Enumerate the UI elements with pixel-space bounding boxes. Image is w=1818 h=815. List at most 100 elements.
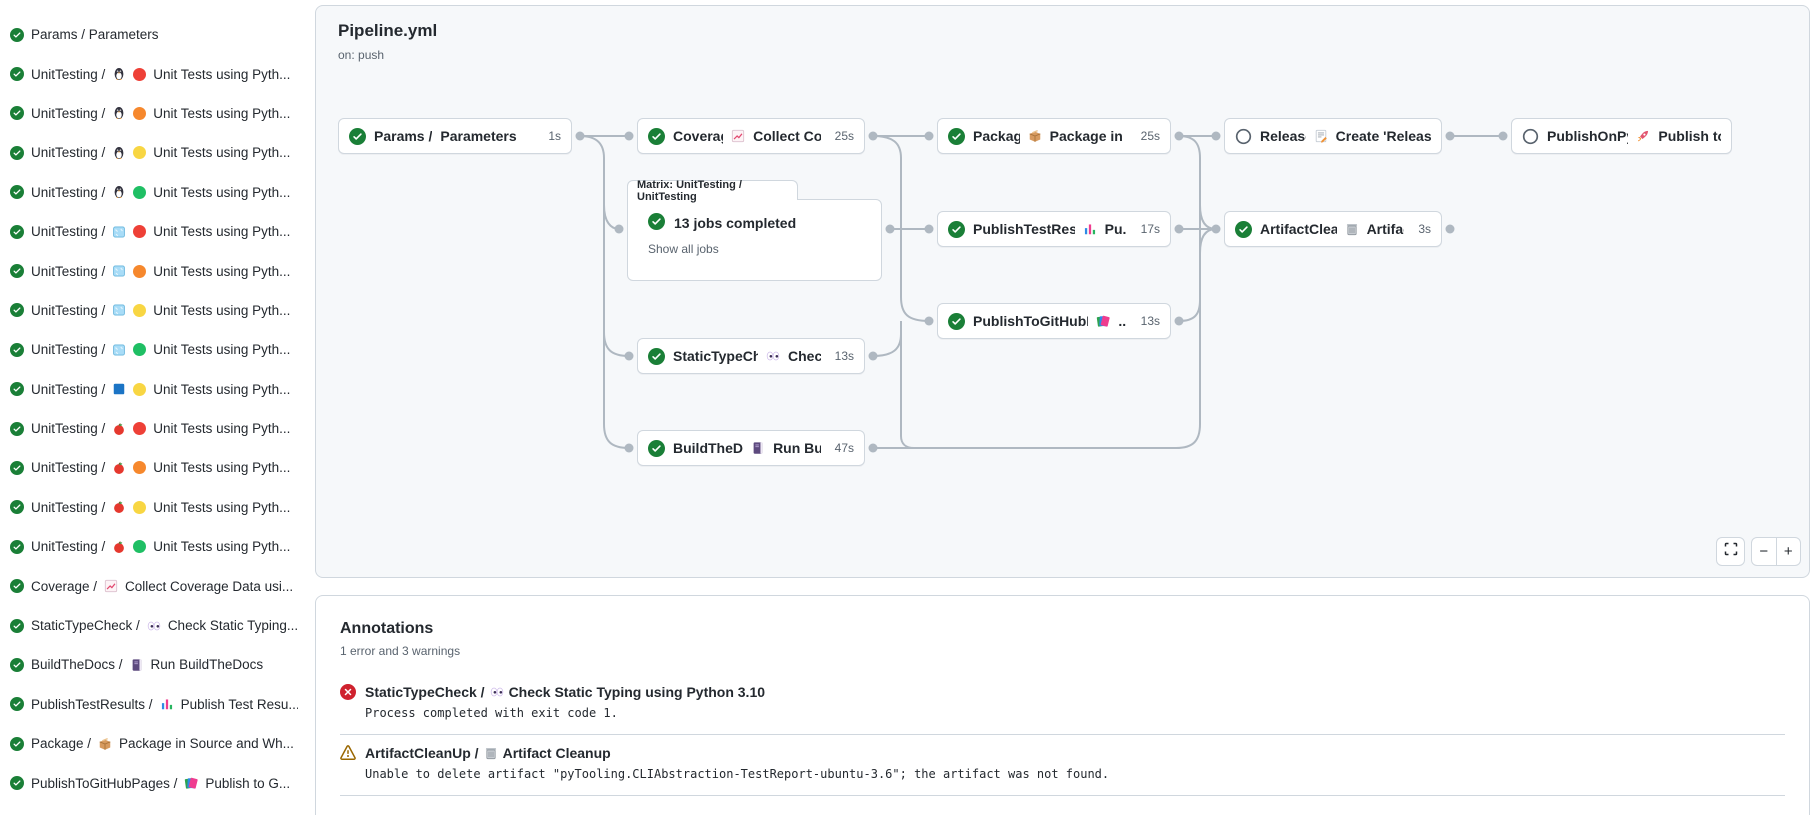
success-check-icon — [10, 27, 24, 42]
job-name: UnitTesting / — [31, 145, 106, 161]
job-label: Unit Tests using Pyth... — [153, 460, 291, 476]
job-label: Unit Tests using Pyth... — [153, 66, 291, 82]
annotation-header: ArtifactCleanUp / Artifact Cleanup — [340, 745, 1785, 761]
sidebar-job-item[interactable]: UnitTesting /Unit Tests using Pyth... — [10, 212, 298, 251]
package-box-icon — [1028, 129, 1042, 143]
annotations-title: Annotations — [340, 620, 434, 637]
graph-node-release[interactable]: Release / Create 'Release P... — [1224, 118, 1442, 154]
job-name: PublishTestResults / — [31, 696, 153, 712]
job-name: UnitTesting / — [31, 224, 106, 240]
sidebar-job-item[interactable]: BuildTheDocs /Run BuildTheDocs — [10, 645, 298, 684]
sidebar-job-item[interactable]: UnitTesting /Unit Tests using Pyth... — [10, 251, 298, 290]
success-check-icon — [948, 220, 965, 238]
node-job-label: Artifac... — [1366, 221, 1405, 237]
ice-cube-icon — [112, 343, 126, 357]
success-check-icon — [10, 145, 24, 160]
sidebar-job-item[interactable]: PublishToGitHubPages /Publish to G... — [10, 763, 298, 802]
skipped-circle-icon — [1235, 128, 1252, 145]
graph-node-btd[interactable]: BuildTheDocs / Run Buil...47s — [637, 430, 865, 466]
eyes-icon — [766, 349, 780, 363]
node-job-label: Publish to ... — [1658, 128, 1721, 144]
sidebar-job-item[interactable]: UnitTesting /Unit Tests using Pyth... — [10, 54, 298, 93]
success-check-icon — [948, 312, 965, 330]
ice-cube-icon — [112, 264, 126, 278]
success-check-icon — [10, 500, 24, 515]
job-name: UnitTesting / — [31, 499, 106, 515]
node-job-name: PublishOnPyPI / — [1547, 128, 1628, 144]
sidebar-job-item[interactable]: UnitTesting /Unit Tests using Pyth... — [10, 133, 298, 172]
zoom-in-button[interactable]: + — [1783, 543, 1793, 560]
apple-icon — [112, 540, 126, 554]
sidebar-job-item[interactable]: Params / Parameters — [10, 15, 298, 54]
yellow-circle-icon — [133, 146, 147, 160]
package-box-icon — [98, 737, 112, 751]
annotation-job-link[interactable]: ArtifactCleanUp / Artifact Cleanup — [365, 745, 611, 761]
node-job-label: Parameters — [440, 128, 517, 144]
annotation-message: Process completed with exit code 1. — [365, 706, 618, 720]
node-job-name: Coverage / — [673, 128, 723, 144]
graph-node-acu[interactable]: ArtifactCleanUp / Artifac...3s — [1224, 211, 1442, 247]
job-name: Package / — [31, 736, 92, 752]
job-label: Check Static Typing... — [167, 618, 298, 634]
graph-node-pypi[interactable]: PublishOnPyPI / Publish to ... — [1511, 118, 1732, 154]
chart-increasing-icon — [104, 579, 118, 593]
green-circle-icon — [133, 185, 147, 199]
sidebar-job-item[interactable]: Coverage /Collect Coverage Data usi... — [10, 566, 298, 605]
sidebar-job-item[interactable]: UnitTesting /Unit Tests using Pyth... — [10, 527, 298, 566]
annotation-error: StaticTypeCheck / Check Static Typing us… — [340, 674, 1785, 735]
sidebar-job-item[interactable]: UnitTesting /Unit Tests using Pyth... — [10, 291, 298, 330]
sidebar-job-item[interactable]: UnitTesting /Unit Tests using Pyth... — [10, 370, 298, 409]
orange-circle-icon — [133, 264, 147, 278]
chart-increasing-icon — [731, 129, 745, 143]
apple-icon — [112, 461, 126, 475]
graph-node-package[interactable]: Package / Package in So...25s — [937, 118, 1171, 154]
sidebar-job-item[interactable]: PublishTestResults /Publish Test Resu... — [10, 685, 298, 724]
success-check-icon — [10, 539, 24, 554]
ice-cube-icon — [112, 225, 126, 239]
node-job-name: PublishToGitHubPages / — [973, 313, 1088, 329]
node-job-label: Package in So... — [1049, 128, 1127, 144]
fullscreen-button[interactable] — [1716, 537, 1745, 566]
job-name: UnitTesting / — [31, 302, 106, 318]
node-job-label: Collect Cove... — [753, 128, 821, 144]
annotation-title: Check Static Typing using Python 3.10 — [508, 684, 766, 700]
sidebar-job-item[interactable]: UnitTesting /Unit Tests using Pyth... — [10, 448, 298, 487]
sidebar-job-item[interactable]: Package / Package in Source and Wh... — [10, 724, 298, 763]
job-label: Unit Tests using Pyth... — [153, 381, 291, 397]
matrix-group-node[interactable]: 13 jobs completed Show all jobs — [627, 199, 882, 281]
sidebar-job-item[interactable]: UnitTesting /Unit Tests using Pyth... — [10, 330, 298, 369]
sidebar-job-item[interactable]: UnitTesting /Unit Tests using Pyth... — [10, 409, 298, 448]
success-check-icon — [648, 213, 665, 233]
sidebar-job-item[interactable]: UnitTesting /Unit Tests using Pyth... — [10, 94, 298, 133]
annotation-title: Artifact Cleanup — [502, 745, 611, 761]
green-circle-icon — [133, 343, 147, 357]
notebook-icon — [751, 441, 765, 455]
graph-node-coverage[interactable]: Coverage / Collect Cove...25s — [637, 118, 865, 154]
apple-icon — [112, 500, 126, 514]
success-check-icon — [948, 127, 965, 145]
annotation-job-name: StaticTypeCheck / — [365, 684, 485, 700]
warning-icon — [340, 745, 356, 761]
matrix-tab-label: Matrix: UnitTesting / UnitTesting — [627, 179, 798, 203]
sidebar-job-item[interactable]: UnitTesting /Unit Tests using Pyth... — [10, 173, 298, 212]
red-circle-icon — [133, 422, 147, 436]
job-name: UnitTesting / — [31, 105, 106, 121]
sidebar-job-item[interactable]: StaticTypeCheck /Check Static Typing... — [10, 606, 298, 645]
job-name: Coverage / — [31, 578, 98, 594]
graph-node-stc[interactable]: StaticTypeCheck / Chec...13s — [637, 338, 865, 374]
zoom-out-button[interactable]: − — [1752, 538, 1777, 565]
graph-node-ptr[interactable]: PublishTestResults / Pu...17s — [937, 211, 1171, 247]
matrix-summary-row: 13 jobs completed — [648, 213, 881, 233]
sidebar-job-item[interactable]: UnitTesting /Unit Tests using Pyth... — [10, 488, 298, 527]
success-check-icon — [10, 303, 24, 318]
job-label: Package in Source and Wh... — [119, 736, 294, 752]
annotation-job-link[interactable]: StaticTypeCheck / Check Static Typing us… — [365, 684, 765, 700]
success-check-icon — [10, 776, 24, 791]
blue-square-icon — [112, 382, 126, 396]
graph-node-ptghp[interactable]: PublishToGitHubPages / ...13s — [937, 303, 1171, 339]
success-check-icon — [10, 579, 24, 594]
node-duration: 1s — [548, 129, 561, 143]
show-all-jobs-link[interactable]: Show all jobs — [648, 242, 719, 256]
annotation-header: StaticTypeCheck / Check Static Typing us… — [340, 684, 1785, 700]
